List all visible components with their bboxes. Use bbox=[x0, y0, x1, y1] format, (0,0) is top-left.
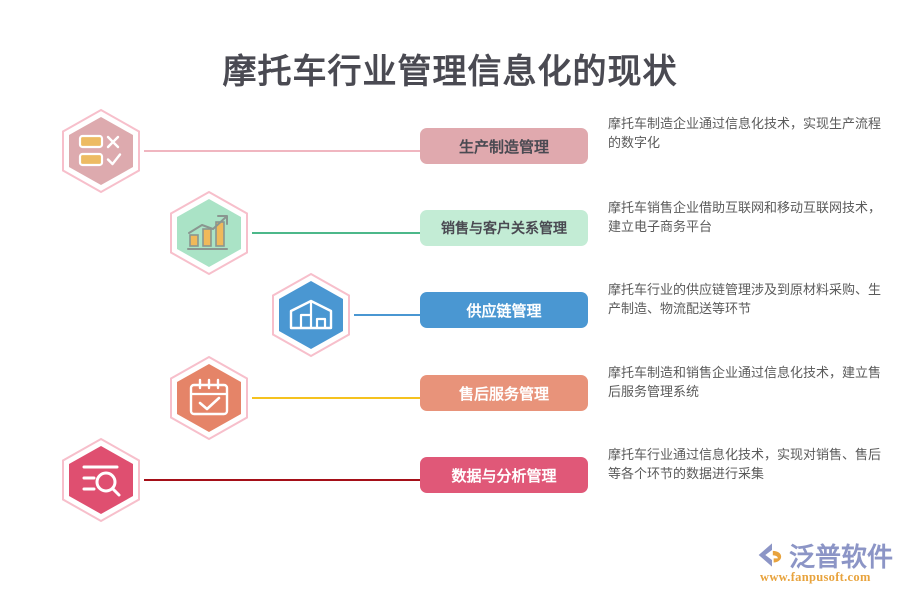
row-description: 摩托车行业的供应链管理涉及到原材料采购、生产制造、物流配送等环节 bbox=[608, 282, 882, 316]
info-row: 数据与分析管理 摩托车行业通过信息化技术，实现对销售、售后等各个环节的数据进行采… bbox=[0, 437, 900, 523]
category-label-pill[interactable]: 生产制造管理 bbox=[420, 128, 588, 164]
hexagon-shape bbox=[58, 437, 144, 523]
data-search-icon bbox=[58, 437, 144, 523]
calendar-check-icon bbox=[166, 355, 252, 441]
category-label-text: 供应链管理 bbox=[466, 302, 542, 320]
checklist-icon bbox=[58, 108, 144, 194]
hex-icon-after-sales bbox=[166, 355, 252, 441]
bar-chart-growth-icon bbox=[166, 190, 252, 276]
hex-icon-checklist bbox=[58, 108, 144, 194]
category-label-pill[interactable]: 售后服务管理 bbox=[420, 375, 588, 411]
row-description: 摩托车销售企业借助互联网和移动互联网技术，建立电子商务平台 bbox=[608, 200, 882, 234]
category-label-text: 数据与分析管理 bbox=[451, 467, 557, 485]
category-label-pill[interactable]: 销售与客户关系管理 bbox=[420, 210, 588, 246]
category-label-text: 销售与客户关系管理 bbox=[441, 220, 567, 236]
category-label-pill[interactable]: 数据与分析管理 bbox=[420, 457, 588, 493]
logo-brand-text: 泛普软件 bbox=[788, 541, 893, 572]
row-description: 摩托车制造和销售企业通过信息化技术，建立售后服务管理系统 bbox=[608, 365, 882, 399]
row-description: 摩托车行业通过信息化技术，实现对销售、售后等各个环节的数据进行采集 bbox=[608, 447, 882, 481]
hexagon-shape bbox=[58, 108, 144, 194]
connector-line bbox=[144, 479, 428, 481]
connector-line bbox=[354, 314, 428, 316]
logo-url-text: www.fanpusoft.com bbox=[760, 570, 871, 584]
connector-line bbox=[252, 397, 428, 399]
warehouse-icon bbox=[268, 272, 354, 358]
row-description: 摩托车制造企业通过信息化技术，实现生产流程的数字化 bbox=[608, 116, 882, 150]
hex-icon-data-analysis bbox=[58, 437, 144, 523]
info-row: 销售与客户关系管理 摩托车销售企业借助互联网和移动互联网技术，建立电子商务平台 bbox=[0, 190, 900, 276]
category-label-text: 售后服务管理 bbox=[458, 385, 549, 403]
page-title: 摩托车行业管理信息化的现状 bbox=[222, 53, 678, 91]
info-row: 生产制造管理 摩托车制造企业通过信息化技术，实现生产流程的数字化 bbox=[0, 108, 900, 194]
category-label-pill[interactable]: 供应链管理 bbox=[420, 292, 588, 328]
connector-line bbox=[252, 232, 428, 234]
info-row: 售后服务管理 摩托车制造和销售企业通过信息化技术，建立售后服务管理系统 bbox=[0, 355, 900, 441]
connector-line bbox=[144, 150, 428, 152]
info-row: 供应链管理 摩托车行业的供应链管理涉及到原材料采购、生产制造、物流配送等环节 bbox=[0, 272, 900, 358]
brand-logo: 泛普软件 www.fanpusoft.com bbox=[757, 538, 893, 592]
logo-mark-icon bbox=[758, 543, 782, 567]
hex-icon-supply-chain bbox=[268, 272, 354, 358]
hex-icon-sales bbox=[166, 190, 252, 276]
category-label-text: 生产制造管理 bbox=[458, 138, 549, 156]
